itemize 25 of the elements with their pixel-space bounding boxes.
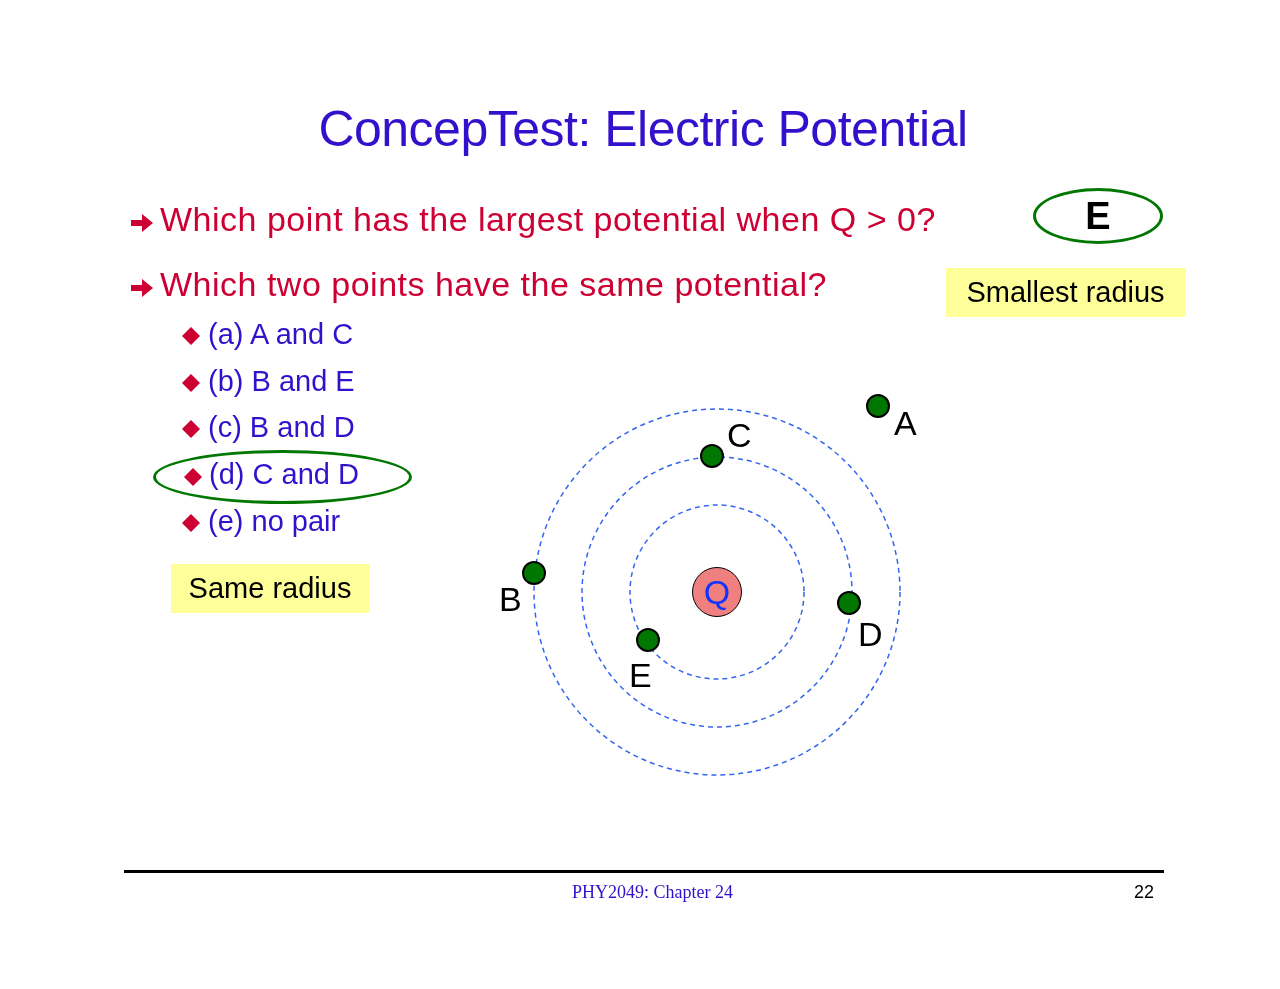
highlight-note: Smallest radius	[946, 268, 1185, 317]
charge-circle: Q	[692, 567, 742, 617]
point-label: B	[499, 580, 522, 619]
highlight-note: Same radius	[171, 564, 369, 613]
answer-option: (d) C and D	[209, 458, 359, 491]
slide-title: ConcepTest: Electric Potential	[317, 100, 969, 158]
circled-answer: E	[1033, 188, 1163, 244]
page-number: 22	[1134, 882, 1155, 903]
point-label: D	[858, 615, 883, 654]
charge-point	[700, 444, 724, 468]
point-label: C	[727, 416, 752, 455]
question-text: Which point has the largest potential when Q > 0?	[160, 200, 936, 239]
question-text: Which two points have the same potential?	[160, 265, 827, 304]
charge-point	[866, 394, 890, 418]
point-label: A	[894, 404, 917, 443]
answer-option: (a) A and C	[208, 318, 354, 351]
circled-option	[153, 450, 412, 504]
answer-option: (c) B and D	[208, 411, 355, 444]
answer-option: (e) no pair	[208, 505, 341, 538]
point-label: E	[629, 656, 652, 695]
charge-point	[522, 561, 546, 585]
charge-point	[636, 628, 660, 652]
charge-point	[837, 591, 861, 615]
answer-option: (b) B and E	[208, 365, 355, 398]
footer-text: PHY2049: Chapter 24	[572, 882, 733, 903]
